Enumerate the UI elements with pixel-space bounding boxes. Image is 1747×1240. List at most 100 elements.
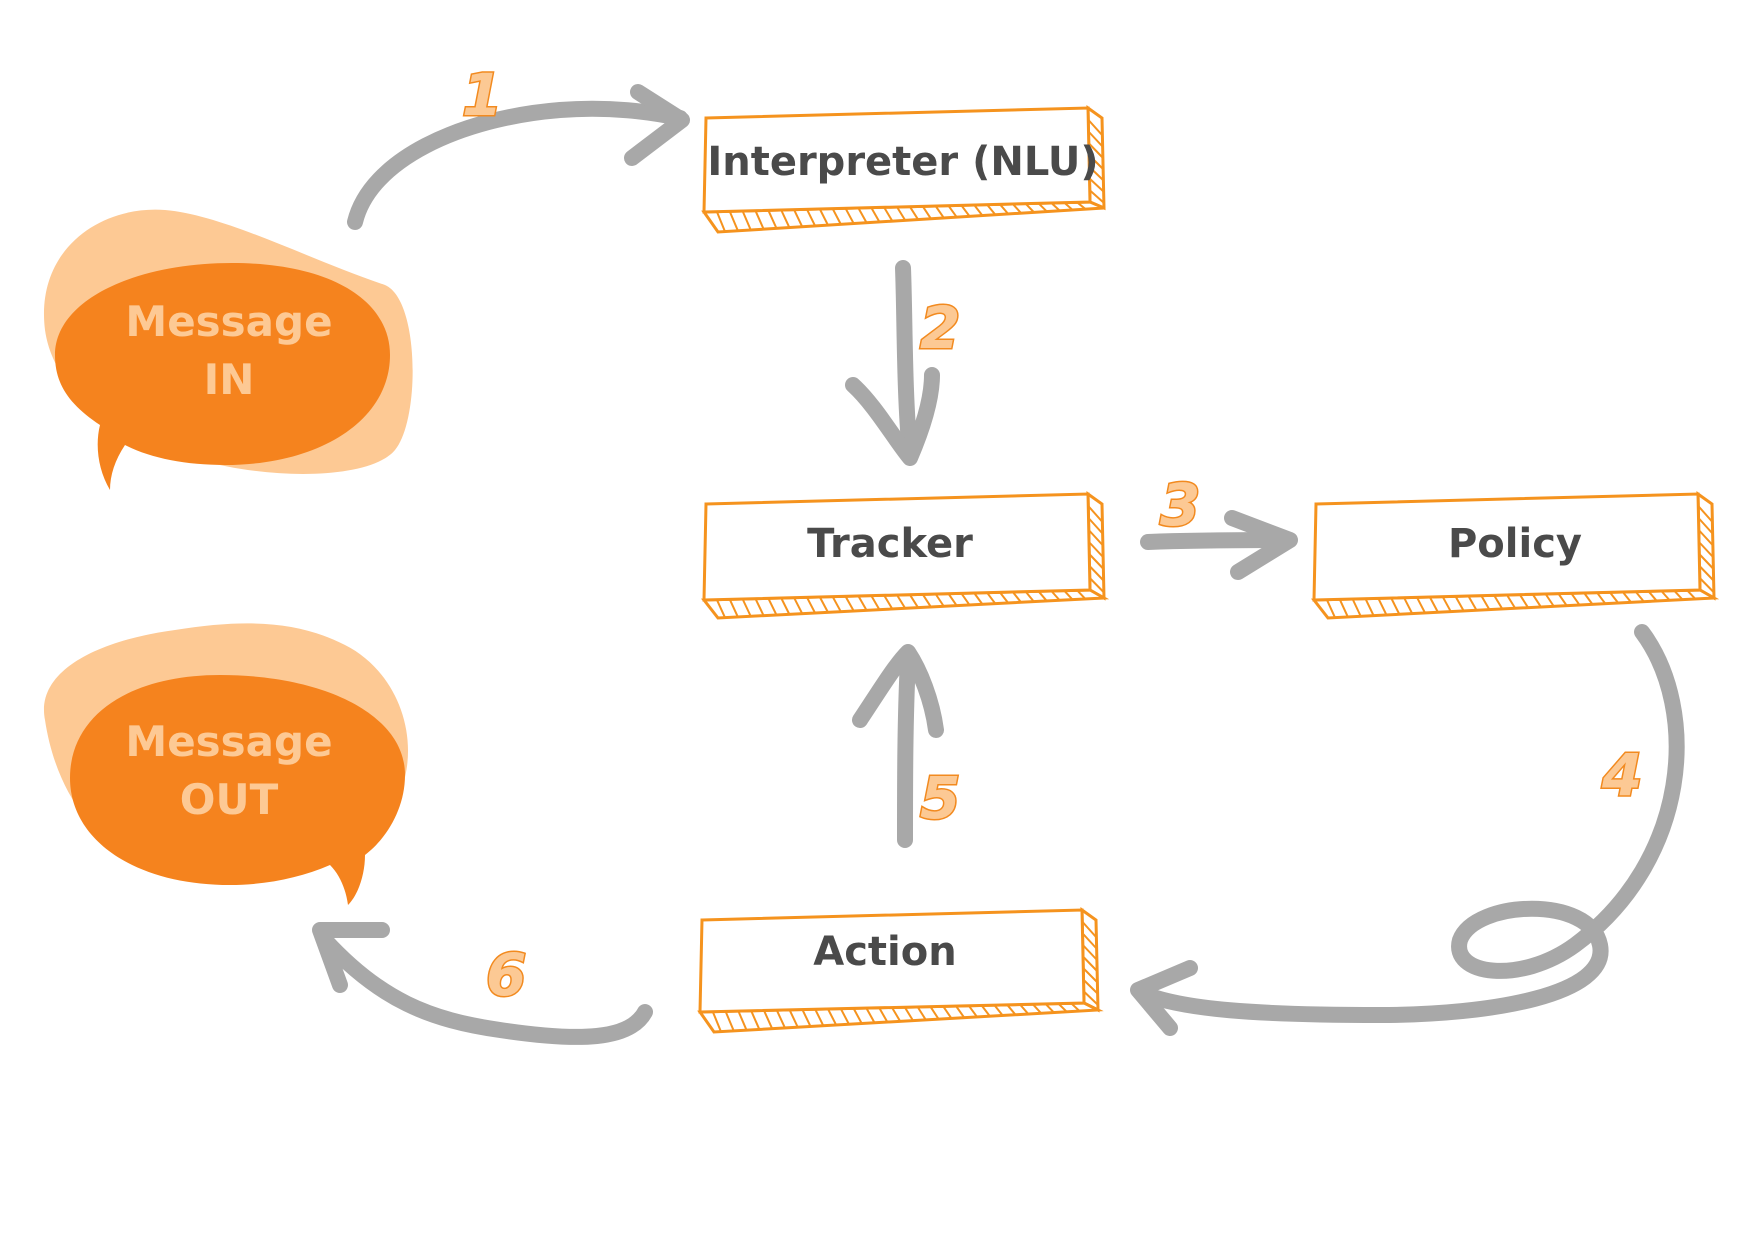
- hatch-stroke: [1531, 593, 1542, 608]
- hatch-stroke: [1325, 599, 1336, 618]
- hatch-stroke: [1673, 589, 1684, 601]
- arrow-5-head: [852, 644, 944, 738]
- arrow-1-shaft: [347, 100, 688, 230]
- hatch-stroke: [741, 598, 752, 617]
- arrow-6-head: [312, 922, 390, 993]
- arrow-4: [1130, 624, 1685, 1036]
- hatch-stroke: [921, 593, 932, 608]
- hatch-stroke: [806, 596, 816, 614]
- tracker-box: Tracker: [700, 491, 1110, 620]
- hatch-stroke: [1082, 967, 1098, 983]
- step-3-number: 3: [1160, 471, 1200, 539]
- hatch-stroke: [1390, 597, 1401, 615]
- hatch-stroke: [1088, 154, 1104, 170]
- hatch-stroke: [806, 208, 816, 227]
- step-5-number: 5: [920, 764, 960, 832]
- hatch-stroke: [1087, 505, 1103, 523]
- hatch-stroke: [934, 205, 945, 219]
- message-out-label-line2: OUT: [180, 775, 279, 824]
- hatch-stroke: [973, 204, 983, 216]
- arrow-2-head: [845, 367, 940, 466]
- arrow-1-head: [624, 84, 690, 166]
- hatch-stroke: [844, 207, 855, 224]
- hatch-stroke: [883, 206, 893, 222]
- hatch-stroke: [1428, 596, 1439, 613]
- hatch-stroke: [1050, 590, 1061, 601]
- hatch-stroke: [1416, 596, 1426, 614]
- hatch-stroke: [1070, 1002, 1080, 1012]
- hatch-stroke: [870, 595, 881, 610]
- hatch-stroke: [711, 1011, 722, 1032]
- hatch-stroke: [1076, 589, 1086, 600]
- hatch-stroke: [896, 594, 906, 609]
- arrow-1: [347, 84, 690, 230]
- hatch-stroke: [715, 599, 726, 618]
- hatch-stroke: [1089, 577, 1105, 593]
- hatch-stroke: [754, 598, 765, 616]
- hatch-stroke: [857, 207, 868, 223]
- hatch-stroke: [1698, 565, 1715, 582]
- policy-box-face: [1312, 492, 1702, 602]
- hatch-stroke: [1083, 990, 1099, 1006]
- hatch-stroke: [896, 206, 906, 221]
- hatch-stroke: [1076, 201, 1086, 210]
- hatch-stroke: [1697, 505, 1713, 523]
- hatch-stroke: [986, 592, 996, 604]
- tracker-box-face: [702, 492, 1092, 602]
- hatch-stroke: [1024, 202, 1035, 213]
- hatch-stroke: [767, 597, 778, 616]
- message-in-label-line2: IN: [204, 355, 255, 404]
- hatch-stroke: [814, 1008, 825, 1026]
- hatch-stroke: [1364, 598, 1375, 616]
- hatch-stroke: [1698, 529, 1714, 546]
- hatch-stroke: [1544, 593, 1555, 607]
- hatch-stroke: [780, 209, 791, 228]
- hatch-stroke: [801, 1009, 812, 1027]
- hatch-stroke: [1087, 119, 1103, 136]
- hatch-stroke: [1686, 589, 1696, 600]
- hatch-stroke: [1044, 1003, 1055, 1013]
- hatch-stroke: [728, 210, 739, 231]
- hatch-stroke: [1012, 591, 1022, 603]
- arrow-2: [845, 260, 940, 466]
- hatch-stroke: [967, 1005, 978, 1018]
- hatch-stroke: [1032, 1003, 1042, 1014]
- hatch-stroke: [1697, 517, 1714, 535]
- hatch-stroke: [1082, 944, 1098, 961]
- hatch-stroke: [763, 1010, 773, 1029]
- arrow-6: [312, 922, 653, 1045]
- hatch-stroke: [870, 207, 881, 223]
- hatch-stroke: [1609, 591, 1619, 604]
- hatch-stroke: [1088, 553, 1104, 570]
- hatch-stroke: [921, 205, 932, 219]
- policy-label: Policy: [1448, 521, 1582, 567]
- hatch-stroke: [1088, 177, 1105, 193]
- hatch-stroke: [1050, 202, 1061, 212]
- hatch-stroke: [878, 1007, 889, 1023]
- hatch-stroke: [955, 1005, 965, 1018]
- hatch-stroke: [1057, 1002, 1068, 1013]
- step-6-number: 6: [486, 941, 526, 1009]
- hatch-stroke: [1583, 592, 1594, 605]
- hatch-stroke: [1087, 517, 1104, 535]
- hatch-stroke: [986, 204, 996, 216]
- hatch-stroke: [1037, 202, 1048, 212]
- hatch-stroke: [1063, 201, 1073, 211]
- hatch-stroke: [1647, 590, 1658, 602]
- hatch-stroke: [767, 209, 778, 229]
- interpreter-box: Interpreter (NLU): [701, 105, 1106, 234]
- hatch-stroke: [1024, 591, 1035, 602]
- action-box: Action: [697, 907, 1104, 1034]
- message-in-bubble: Message IN: [43, 209, 413, 490]
- tracker-box-hatching: [715, 505, 1105, 618]
- hatch-stroke: [1338, 598, 1349, 618]
- hatch-stroke: [831, 208, 842, 225]
- hatch-stroke: [1089, 189, 1105, 204]
- hatch-stroke: [1441, 596, 1452, 612]
- step-4-number: 4: [1601, 741, 1642, 809]
- arrow-4-head: [1130, 960, 1198, 1036]
- hatch-stroke: [793, 597, 803, 614]
- hatch-stroke: [1403, 597, 1413, 614]
- message-out-bubble: Message OUT: [43, 623, 409, 905]
